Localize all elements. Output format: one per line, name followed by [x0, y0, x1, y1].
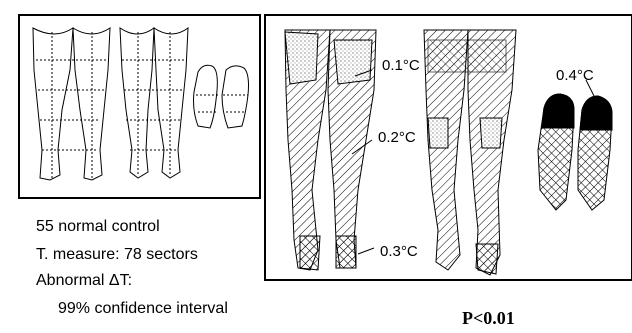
temp-label-ankle: 0.3°C	[380, 243, 418, 260]
note-measure: T. measure: 78 sectors	[36, 246, 198, 264]
note-abnormal: Abnormal ΔT:	[36, 272, 132, 290]
p-value: P<0.01	[462, 308, 515, 329]
note-control: 55 normal control	[36, 218, 160, 236]
temp-label-toes: 0.4°C	[556, 67, 594, 84]
temp-label-thigh: 0.1°C	[382, 57, 420, 74]
temp-label-knee: 0.2°C	[378, 129, 416, 146]
note-confidence: 99% confidence interval	[58, 300, 228, 318]
